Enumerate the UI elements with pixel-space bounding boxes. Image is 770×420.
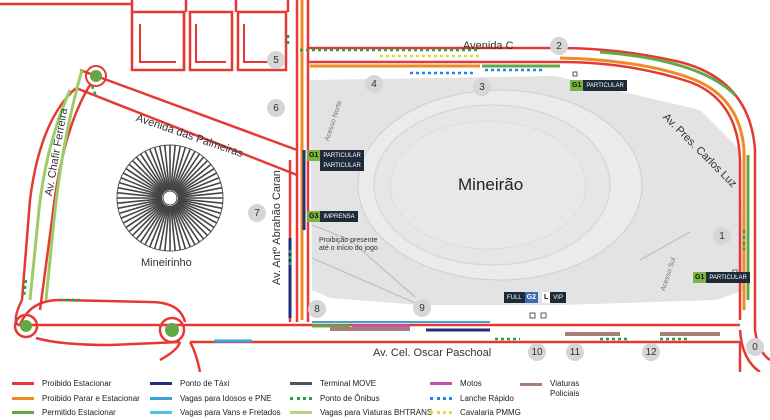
legend-label: Vagas para Idosos e PNE bbox=[180, 394, 272, 403]
gate-text: PARTICULAR bbox=[583, 80, 627, 91]
gate-label-west-upper: G1 PARTICULAR bbox=[307, 150, 364, 161]
location-badge-11: 11 bbox=[566, 343, 584, 361]
gate-label-south: FULL G2 bbox=[504, 292, 539, 303]
gate-code: G1 bbox=[693, 272, 707, 283]
gate-text: IMPRENSA bbox=[320, 211, 358, 222]
location-badge-7: 7 bbox=[248, 204, 266, 222]
location-badge-5: 5 bbox=[267, 51, 285, 69]
prohibition-note-line-2: até o início do jogo bbox=[319, 245, 378, 252]
location-badge-3: 3 bbox=[473, 78, 491, 96]
dotted-overlays bbox=[22, 35, 746, 341]
location-badge-6: 6 bbox=[267, 99, 285, 117]
access-roads bbox=[311, 224, 421, 306]
legend-item: Permitido Estacionar bbox=[12, 408, 116, 417]
place-label-mineirinho: Mineirinho bbox=[141, 257, 192, 269]
legend-swatch bbox=[520, 383, 542, 386]
legend-label: Viaturas Policiais bbox=[550, 379, 580, 398]
street-label-oscar: Av. Cel. Oscar Paschoal bbox=[373, 347, 492, 359]
legend-label: Vagas para Vans e Fretados bbox=[180, 408, 281, 417]
legend-label: Ponto de Ônibus bbox=[320, 394, 380, 403]
legend-swatch bbox=[12, 397, 34, 400]
location-badge-9: 9 bbox=[413, 299, 431, 317]
legend-item: Vagas para Vans e Fretados bbox=[150, 408, 281, 417]
prohibition-note-line-1: Proibição presente bbox=[319, 237, 378, 244]
map-legend: Proibido Estacionar Proibido Parar e Est… bbox=[0, 374, 770, 420]
legend-swatch bbox=[430, 382, 452, 385]
gate-code: G3 bbox=[307, 211, 321, 222]
legend-swatch bbox=[12, 411, 34, 414]
legend-label: Permitido Estacionar bbox=[42, 408, 116, 417]
location-badge-10: 10 bbox=[528, 343, 546, 361]
sul-access-road bbox=[639, 231, 691, 261]
parking-map bbox=[0, 0, 770, 372]
legend-swatch bbox=[290, 411, 312, 414]
legend-label: Motos bbox=[460, 379, 482, 388]
legend-swatch bbox=[430, 411, 452, 414]
legend-item: Proibido Estacionar bbox=[12, 379, 111, 388]
legend-label: Terminal MOVE bbox=[320, 379, 377, 388]
legend-label: Cavalaria PMMG bbox=[460, 408, 521, 417]
location-badge-1: 1 bbox=[713, 227, 731, 245]
legend-label: Ponto de Táxi bbox=[180, 379, 230, 388]
gate-label-west-lower: G3 IMPRENSA bbox=[307, 211, 358, 222]
gate-label-vip: L VIP bbox=[542, 292, 566, 303]
legend-item: Proibido Parar e Estacionar bbox=[12, 394, 140, 403]
legend-item: Vagas para Idosos e PNE bbox=[150, 394, 271, 403]
legend-swatch bbox=[290, 382, 312, 385]
gate-text: PARTICULAR bbox=[320, 160, 364, 171]
location-badge-12: 12 bbox=[642, 343, 660, 361]
legend-swatch bbox=[150, 411, 172, 414]
legend-item: Vagas para Viaturas BHTRANS bbox=[290, 408, 432, 417]
gate-text: PARTICULAR bbox=[320, 150, 364, 161]
gate-label-east: G1 PARTICULAR bbox=[693, 272, 750, 283]
legend-item: Cavalaria PMMG bbox=[430, 408, 521, 417]
gate-code: G2 bbox=[524, 292, 539, 303]
legend-swatch bbox=[150, 397, 172, 400]
location-badge-8: 8 bbox=[308, 300, 326, 318]
roads-no-parking bbox=[0, 0, 770, 372]
legend-swatch bbox=[430, 397, 452, 400]
street-label-avenida-c: Avenida C bbox=[463, 40, 514, 52]
gate-label-west-mid: G1 PARTICULAR bbox=[307, 160, 364, 171]
gate-code: L bbox=[542, 292, 551, 303]
legend-label: Proibido Parar e Estacionar bbox=[42, 394, 140, 403]
legend-swatch bbox=[12, 382, 34, 385]
location-badge-4: 4 bbox=[365, 75, 383, 93]
legend-item: Viaturas Policiais bbox=[520, 379, 594, 398]
legend-label: Proibido Estacionar bbox=[42, 379, 112, 388]
location-badge-2: 2 bbox=[550, 37, 568, 55]
gate-code: G1 bbox=[307, 150, 321, 161]
gate-text: PARTICULAR bbox=[706, 272, 750, 283]
roundabouts bbox=[13, 65, 186, 344]
legend-label: Lanche Rápido bbox=[460, 394, 514, 403]
legend-label: Vagas para Viaturas BHTRANS bbox=[320, 408, 433, 417]
mineirao-stadium bbox=[357, 89, 643, 281]
gate-code: G1 bbox=[570, 80, 584, 91]
legend-swatch bbox=[290, 397, 312, 400]
legend-item: Ponto de Táxi bbox=[150, 379, 229, 388]
street-label-abrahao: Av. Antº Abrahão Caran bbox=[271, 170, 283, 285]
city-blocks bbox=[130, 0, 290, 72]
gate-text: FULL bbox=[504, 292, 525, 303]
mineirinho-dome bbox=[116, 144, 224, 252]
legend-item: Terminal MOVE bbox=[290, 379, 376, 388]
location-badge-0: 0 bbox=[746, 338, 764, 356]
legend-item: Ponto de Ônibus bbox=[290, 394, 380, 403]
legend-item: Motos bbox=[430, 379, 482, 388]
gate-label-north-east: G1 PARTICULAR bbox=[570, 80, 627, 91]
legend-item: Lanche Rápido bbox=[430, 394, 514, 403]
gate-text: VIP bbox=[550, 292, 566, 303]
legend-swatch bbox=[150, 382, 172, 385]
place-label-mineirao: Mineirão bbox=[458, 175, 524, 194]
